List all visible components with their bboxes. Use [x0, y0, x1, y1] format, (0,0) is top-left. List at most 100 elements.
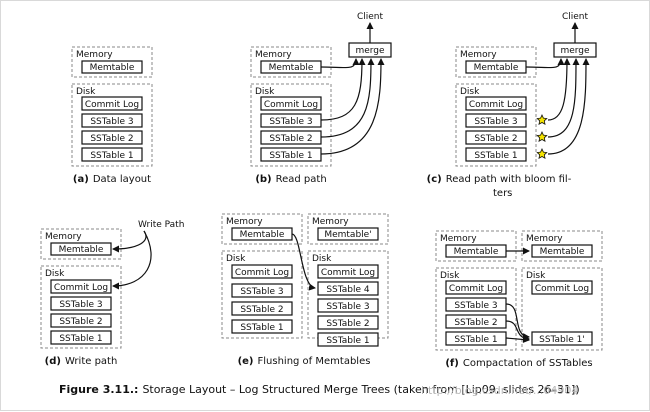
sstable1-box: [317, 332, 379, 347]
sstable1-box: [81, 147, 143, 162]
sstable2-box: [465, 130, 527, 145]
memory-label: Memory: [460, 50, 497, 60]
read-arrow-sstable2: [547, 58, 580, 138]
caption-e: (e)Flushing of Memtables: [238, 356, 371, 367]
sstable1-box: [50, 330, 112, 345]
commit-log-label: Commit Log: [264, 100, 318, 110]
sstable1-label: SSTable 1: [326, 336, 369, 346]
write-path-label: Write Path: [138, 220, 184, 230]
panel-c-read-path-bloom: Memory Memtable Disk Commit Log SSTable …: [427, 12, 597, 199]
watermark: http://blog.csdn.net/...04904: [421, 384, 578, 397]
sstable3-box: [231, 283, 293, 298]
read-arrow-sstable1: [547, 58, 590, 155]
commit-log-box: [445, 280, 507, 295]
memory-label: Memory: [312, 217, 349, 227]
sstable3-box: [50, 296, 112, 311]
client-label: Client: [357, 12, 384, 22]
disk-label: Disk: [440, 271, 460, 281]
sstable1-compacted-label: SSTable 1': [539, 335, 585, 345]
memtable-label: Memtable: [540, 247, 585, 257]
panel-d-write-path: Memory Memtable Disk Commit Log SSTable …: [40, 220, 184, 367]
sstable1-label: SSTable 1: [240, 323, 283, 333]
sstable3-box: [81, 113, 143, 128]
read-arrow-sstable1: [320, 58, 385, 155]
sstable1-label: SSTable 1: [474, 151, 517, 161]
commit-log-box: [317, 264, 379, 279]
sstable3-label: SSTable 3: [474, 117, 517, 127]
sstable3-label: SSTable 3: [59, 300, 102, 310]
sstable4-label: SSTable 4: [326, 285, 370, 295]
sstable2-label: SSTable 2: [240, 305, 283, 315]
sstable1-box: [465, 147, 527, 162]
sstable2-label: SSTable 2: [454, 318, 497, 328]
memory-label: Memory: [440, 234, 477, 244]
memtable-label: Memtable: [474, 63, 519, 73]
read-arrow-sstable3: [547, 58, 571, 121]
commit-log-box: [531, 280, 593, 295]
read-arrow-sstable2: [320, 58, 375, 138]
sstable2-box: [50, 313, 112, 328]
bloom-filter-star-icon: [536, 148, 548, 159]
sstable1-label: SSTable 1: [454, 335, 497, 345]
sstable1-box: [231, 319, 293, 334]
commit-log-label: Commit Log: [449, 284, 503, 294]
bloom-filter-star-icon: [536, 131, 548, 142]
client-label: Client: [562, 12, 589, 22]
bloom-filter-star-icon: [536, 114, 548, 125]
memtable-new-box: [317, 227, 379, 241]
read-arrow-sstable3: [320, 58, 366, 121]
merge-label: merge: [355, 46, 385, 56]
memtable-label: Memtable: [240, 230, 285, 240]
sstable2-label: SSTable 2: [90, 134, 133, 144]
memory-label: Memory: [526, 234, 563, 244]
disk-label: Disk: [76, 87, 96, 97]
panel-b-read-path: Memory Memtable Disk Commit Log SSTable …: [250, 12, 392, 185]
sstable4-box: [317, 281, 379, 296]
memtable-label: Memtable: [269, 63, 314, 73]
memory-label: Memory: [226, 217, 263, 227]
commit-log-label: Commit Log: [469, 100, 523, 110]
figure-caption: Figure 3.11.:Storage Layout – Log Struct…: [59, 383, 580, 396]
sstable3-label: SSTable 3: [240, 287, 283, 297]
caption-c-line1: (c)Read path with bloom fil-: [427, 174, 572, 185]
commit-log-box: [260, 96, 322, 111]
sstable1-label: SSTable 1: [269, 151, 312, 161]
commit-log-box: [231, 264, 293, 279]
sstable3-label: SSTable 3: [90, 117, 133, 127]
sstable3-box: [317, 298, 379, 313]
commit-log-box: [81, 96, 143, 111]
memory-label: Memory: [255, 50, 292, 60]
commit-log-box: [50, 279, 112, 294]
caption-f: (f)Compactation of SSTables: [445, 358, 592, 369]
sstable2-label: SSTable 2: [474, 134, 517, 144]
read-arrow-memtable: [525, 58, 565, 69]
disk-label: Disk: [226, 254, 246, 264]
sstable1-compacted-box: [531, 331, 593, 346]
panel-a-data-layout: Memory Memtable Disk Commit Log SSTable …: [71, 46, 153, 185]
sstable2-box: [317, 315, 379, 330]
write-arrow-commit-log: [112, 230, 152, 290]
sstable2-box: [81, 130, 143, 145]
commit-log-label: Commit Log: [535, 284, 589, 294]
memtable-box: [531, 244, 593, 258]
sstable1-label: SSTable 1: [90, 151, 133, 161]
commit-log-label: Commit Log: [321, 268, 375, 278]
sstable2-box: [231, 301, 293, 316]
memory-label: Memory: [45, 232, 82, 242]
memtable-box: [50, 242, 112, 256]
disk-label: Disk: [312, 254, 332, 264]
panel-f-compactation: Memory Memtable Memory Memtable Disk Com…: [435, 230, 603, 369]
merge-label: merge: [560, 46, 590, 56]
memtable-label: Memtable: [59, 245, 104, 255]
commit-log-box: [465, 96, 527, 111]
caption-a: (a)Data layout: [73, 174, 151, 185]
memtable-new-label: Memtable': [324, 230, 371, 240]
panel-e-flushing: Memory Memtable Memory Memtable' Disk Co…: [221, 213, 389, 367]
sstable3-box: [465, 113, 527, 128]
read-arrow-memtable: [320, 58, 360, 69]
sstable2-label: SSTable 2: [59, 317, 102, 327]
flush-arrow: [291, 233, 316, 291]
compact-arrow-sstable1: [505, 335, 530, 343]
